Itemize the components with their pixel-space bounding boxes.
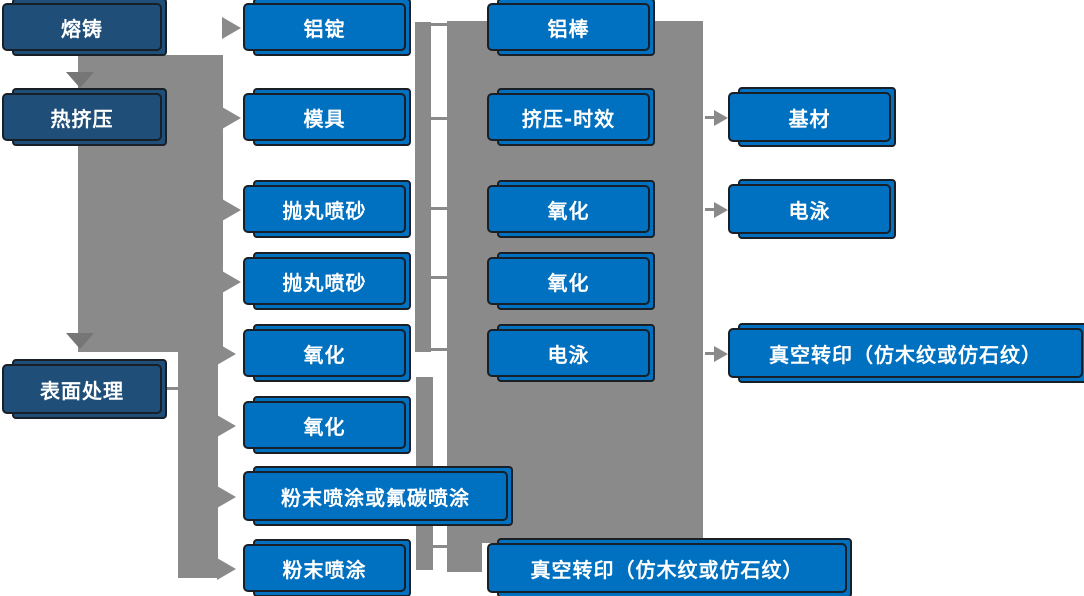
node-powder-coating: 粉末喷涂 xyxy=(243,539,411,596)
node-vacuum-transfer-1: 真空转印（仿木纹或仿石纹） xyxy=(487,538,852,596)
node-aluminum-rod: 铝棒 xyxy=(487,0,655,56)
arrow-to-powder-or-fluorocarbon xyxy=(217,486,236,508)
node-label: 粉末喷涂 xyxy=(282,557,367,582)
node-label: 真空转印（仿木纹或仿石纹） xyxy=(530,557,804,582)
node-label: 热挤压 xyxy=(50,106,114,131)
arrow-down-to-surface-treatment xyxy=(66,333,94,349)
node-label: 抛丸喷砂 xyxy=(282,270,367,295)
node-oxidation-4: 氧化 xyxy=(487,252,655,310)
arrow-shaft xyxy=(705,208,716,211)
node-electrophoresis-1: 电泳 xyxy=(487,324,655,382)
connector-left-lower-band xyxy=(178,352,218,578)
node-surface-treatment: 表面处理 xyxy=(2,359,167,419)
node-oxidation-3: 氧化 xyxy=(487,180,655,238)
node-label: 电泳 xyxy=(788,198,831,223)
node-label: 氧化 xyxy=(547,198,590,223)
arrow-to-powder-coating xyxy=(217,558,236,580)
connector-block-tail xyxy=(447,525,482,572)
stub-row-vacuum-transfer xyxy=(433,545,447,548)
stub-row-extrusion-aging xyxy=(431,117,447,120)
node-extrusion-aging: 挤压-时效 xyxy=(487,88,655,146)
node-powder-or-fluorocarbon: 粉末喷涂或氟碳喷涂 xyxy=(243,466,513,526)
arrow-down-to-hot-extrusion xyxy=(66,72,94,88)
arrow-to-oxidation-1 xyxy=(217,343,236,365)
node-vacuum-transfer-2: 真空转印（仿木纹或仿石纹） xyxy=(728,323,1084,383)
connector-mid-band-upper xyxy=(415,22,431,352)
arrow-shaft xyxy=(705,352,716,355)
node-aluminum-ingot: 铝锭 xyxy=(243,0,411,56)
arrow-shaft xyxy=(705,116,716,119)
node-mold: 模具 xyxy=(243,88,411,146)
arrow-to-oxidation-2 xyxy=(217,415,236,437)
node-label: 模具 xyxy=(303,106,346,131)
node-melting: 熔铸 xyxy=(2,0,167,56)
arrowhead-icon xyxy=(714,110,728,126)
arrow-to-mold xyxy=(222,107,241,129)
node-label: 电泳 xyxy=(547,342,590,367)
node-label: 熔铸 xyxy=(61,16,103,41)
arrow-to-shot-blasting-2 xyxy=(222,271,241,293)
arrow-to-shot-blasting-1 xyxy=(222,199,241,221)
node-base-material: 基材 xyxy=(728,87,896,147)
node-label: 粉末喷涂或氟碳喷涂 xyxy=(281,485,470,510)
arrow-to-aluminum-ingot xyxy=(222,17,241,39)
node-oxidation-2: 氧化 xyxy=(243,396,411,454)
node-shot-blasting-2: 抛丸喷砂 xyxy=(243,252,411,310)
node-hot-extrusion: 热挤压 xyxy=(2,88,167,146)
node-label: 铝锭 xyxy=(303,16,346,41)
arrowhead-icon xyxy=(714,202,728,218)
node-label: 氧化 xyxy=(303,414,346,439)
node-label: 氧化 xyxy=(547,270,590,295)
stub-row-electrophoresis xyxy=(431,348,447,351)
stub-surface-treatment xyxy=(162,387,178,390)
node-label: 铝棒 xyxy=(547,16,590,41)
node-label: 挤压-时效 xyxy=(521,106,616,131)
stub-row-oxidation-4 xyxy=(431,276,447,279)
stub-row-aluminum-rod xyxy=(431,23,447,26)
node-label: 表面处理 xyxy=(40,378,124,403)
node-shot-blasting-1: 抛丸喷砂 xyxy=(243,180,411,238)
node-label: 基材 xyxy=(788,106,831,131)
arrowhead-icon xyxy=(714,346,728,362)
node-electrophoresis-2: 电泳 xyxy=(728,179,896,239)
node-label: 氧化 xyxy=(303,342,346,367)
node-label: 真空转印（仿木纹或仿石纹） xyxy=(769,342,1042,367)
node-label: 抛丸喷砂 xyxy=(282,198,367,223)
stub-row-oxidation-3 xyxy=(431,207,447,210)
node-oxidation-1: 氧化 xyxy=(243,324,411,382)
